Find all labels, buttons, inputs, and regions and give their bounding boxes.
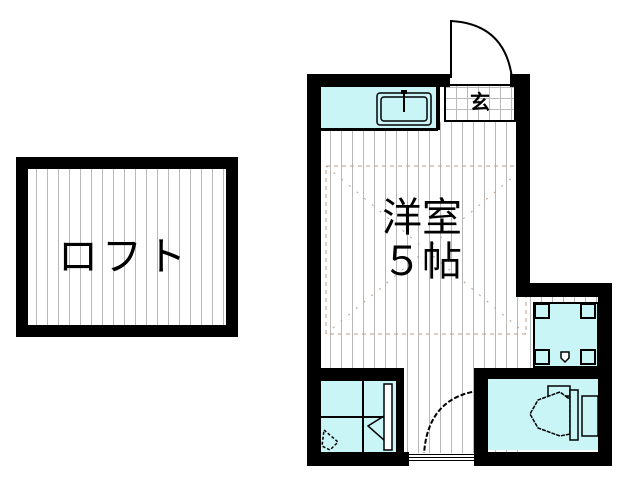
loft-label: ロフト	[58, 234, 190, 280]
shower-icon	[320, 380, 393, 454]
toilet-icon	[529, 385, 599, 441]
western-room-label: 洋室 ５帖	[370, 196, 474, 284]
door-sill	[408, 453, 474, 463]
sink-icon	[376, 90, 432, 126]
closet-icon	[534, 303, 596, 365]
entrance-door-icon	[450, 19, 513, 79]
entrance-label: 玄	[470, 90, 490, 114]
room-type-label: 洋室	[382, 195, 462, 241]
room-size-label: ５帖	[382, 239, 462, 285]
